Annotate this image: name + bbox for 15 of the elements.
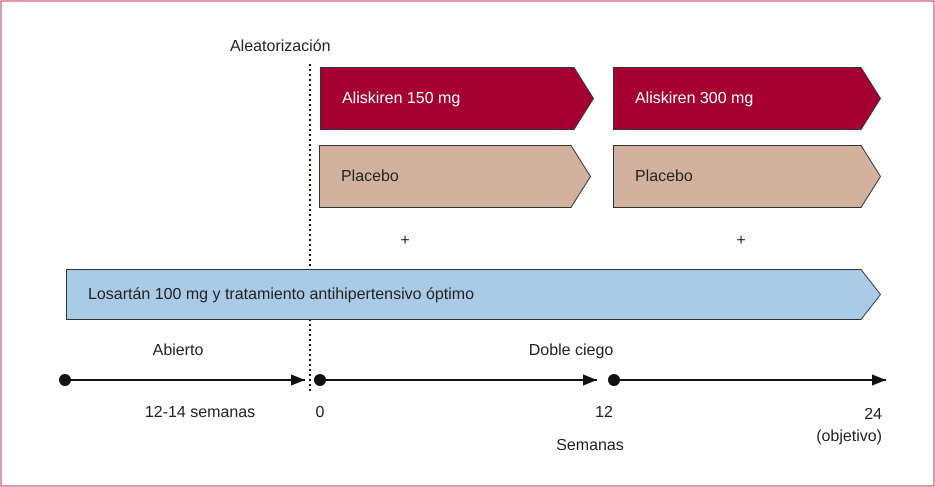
treatment-arm-band: Aliskiren 300 mg [613, 67, 881, 130]
treatment-arm-band: Placebo [319, 145, 591, 208]
phase-label: Doble ciego [528, 342, 614, 360]
axis-title: Semanas [556, 437, 624, 455]
randomization-label: Aleatorización [230, 38, 330, 56]
background-therapy-band: Losartán 100 mg y tratamiento antihipertensivo óptimo [66, 269, 881, 320]
week-label: 24 (objetivo) [815, 405, 882, 447]
treatment-arm-band: Placebo [613, 145, 881, 208]
duration-label: 12-14 semanas [144, 404, 256, 422]
week-label: 0 [316, 404, 324, 422]
week-label: 12 [595, 404, 613, 422]
treatment-arm-band: Aliskiren 150 mg [320, 67, 594, 130]
plus-sign: + [736, 232, 746, 250]
plus-sign: + [400, 232, 410, 250]
phase-label: Abierto [152, 342, 204, 360]
